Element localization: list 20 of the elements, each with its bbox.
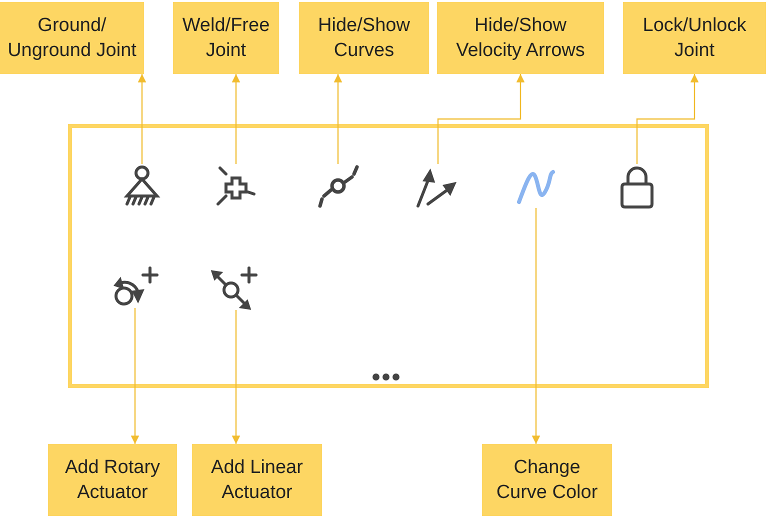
padlock-icon (618, 164, 656, 210)
weld-joint-icon (214, 164, 258, 208)
leader-line (232, 310, 240, 444)
toolbar-panel (68, 124, 709, 388)
callout-label: Hide/Show Velocity Arrows (437, 2, 604, 74)
leader-line (138, 74, 146, 164)
callout-label: Ground/ Unground Joint (0, 2, 144, 74)
leader-line (130, 308, 140, 444)
callout-label: Hide/Show Curves (299, 2, 429, 74)
callout-label: Weld/Free Joint (173, 2, 279, 74)
leader-line (437, 74, 525, 164)
callout-label: Add Rotary Actuator (48, 444, 177, 516)
callout-label: Change Curve Color (482, 444, 612, 516)
callout-label: Lock/Unlock Joint (623, 2, 766, 74)
leader-line (232, 74, 240, 164)
callout-label: Add Linear Actuator (192, 444, 322, 516)
leader-line (532, 208, 540, 444)
leader-line (334, 74, 342, 164)
dashed-curve-icon (316, 164, 360, 208)
leader-line (636, 74, 699, 164)
